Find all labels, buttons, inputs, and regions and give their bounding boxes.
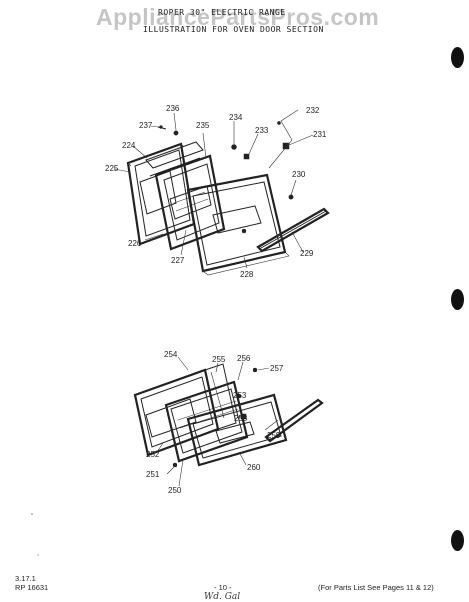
- inner-door-liner-bottom: [133, 368, 220, 457]
- signature: Wd. Gal: [204, 592, 241, 602]
- document-code: 3.17.1: [15, 574, 36, 583]
- outer-door-panel-bottom: [186, 393, 288, 467]
- part-label-225: 225: [105, 164, 119, 173]
- top-leader-lines: [113, 109, 314, 269]
- part-label-252: 252: [146, 450, 160, 459]
- fasteners: [157, 121, 294, 200]
- part-label-257: 257: [270, 364, 284, 373]
- part-label-258: 258: [234, 414, 248, 423]
- door-baffle: [154, 154, 226, 251]
- part-label-259: 259: [267, 431, 281, 440]
- part-label-234: 234: [229, 113, 243, 122]
- door-handle-bottom: [264, 398, 324, 443]
- part-label-251: 251: [146, 470, 160, 479]
- part-label-256: 256: [237, 354, 251, 363]
- bottom-leader-lines: [156, 356, 279, 487]
- part-label-226: 226: [128, 239, 142, 248]
- part-label-232: 232: [306, 106, 320, 115]
- binder-hole-middle: [451, 289, 464, 310]
- top-oven-door-assembly: [113, 109, 330, 276]
- part-label-229: 229: [300, 249, 314, 258]
- part-label-253: 253: [233, 391, 247, 400]
- part-label-237: 237: [139, 121, 153, 130]
- part-label-233: 233: [255, 126, 269, 135]
- part-label-227: 227: [171, 256, 185, 265]
- binder-hole-top: [451, 47, 464, 68]
- part-label-254: 254: [164, 350, 178, 359]
- part-label-235: 235: [196, 121, 210, 130]
- part-label-230: 230: [292, 170, 306, 179]
- part-label-231: 231: [313, 130, 327, 139]
- door-frame-224: [145, 141, 204, 177]
- scan-speck: [37, 554, 39, 556]
- part-label-260: 260: [247, 463, 261, 472]
- part-label-255: 255: [212, 355, 226, 364]
- part-label-236: 236: [166, 104, 180, 113]
- diagram-subtitle: ILLUSTRATION FOR OVEN DOOR SECTION: [143, 25, 324, 34]
- page-number: - 10 -: [214, 583, 232, 592]
- bottom-oven-door-assembly: [133, 356, 324, 487]
- door-handle: [256, 207, 330, 253]
- document-part-number: RP 16631: [15, 583, 49, 592]
- part-label-228: 228: [240, 270, 254, 279]
- outer-door-panel: [186, 173, 290, 276]
- part-label-250: 250: [168, 486, 182, 495]
- door-baffle-bottom: [164, 380, 249, 463]
- binder-hole-bottom: [451, 530, 464, 551]
- scan-speck: [31, 513, 33, 515]
- part-label-224: 224: [122, 141, 136, 150]
- watermark: AppliancePartsPros.com: [96, 4, 380, 30]
- parts-list-reference: (For Parts List See Pages 11 & 12): [318, 583, 434, 592]
- diagram-title: ROPER 30" ELECTRIC RANGE: [158, 8, 286, 17]
